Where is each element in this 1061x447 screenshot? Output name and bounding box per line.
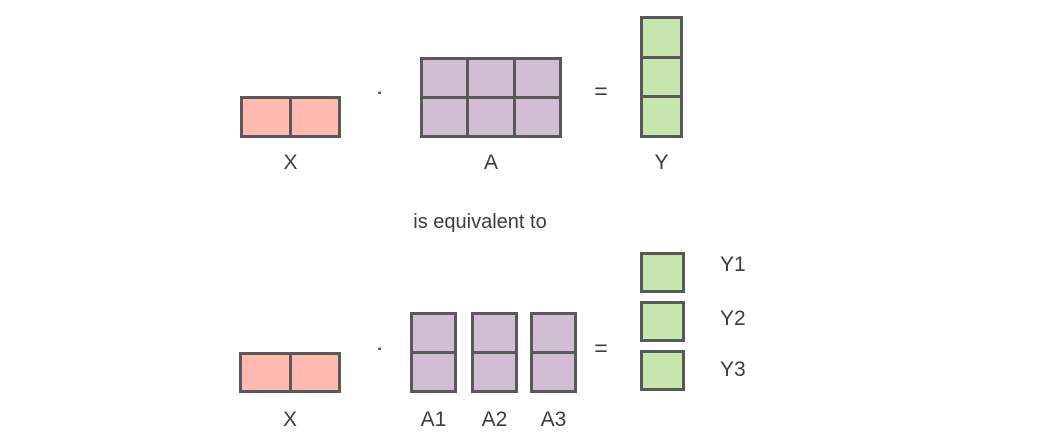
equals-sign: = xyxy=(594,335,608,361)
matrix-cell xyxy=(469,60,513,96)
matrix-cell xyxy=(474,354,515,390)
matrix-cell xyxy=(413,354,454,390)
matrix-cell xyxy=(643,304,682,339)
matrix-cell xyxy=(423,60,467,96)
matrix-cell xyxy=(242,355,289,390)
matrix-y3-cell xyxy=(640,350,685,391)
matrix-y1-cell xyxy=(640,252,685,293)
matrix-y2-cell xyxy=(640,301,685,342)
matrix-cell xyxy=(292,99,338,135)
matrix-x-top xyxy=(240,96,341,138)
multiply-dot-icon: ▪ xyxy=(377,343,382,355)
matrix-cell xyxy=(515,99,559,135)
matrix-cell xyxy=(469,99,513,135)
matrix-a3-label: A3 xyxy=(540,408,567,431)
matrix-x-bottom xyxy=(239,352,341,393)
matrix-x-top-label: X xyxy=(283,151,298,174)
multiply-dot-icon: ▪ xyxy=(377,87,382,99)
matrix-a2-label: A2 xyxy=(481,408,508,431)
matrix-x-bottom-label: X xyxy=(282,408,297,431)
equals-sign: = xyxy=(594,78,608,104)
matrix-cell xyxy=(643,353,682,388)
matrix-y1-label: Y1 xyxy=(720,253,746,276)
equivalence-caption: is equivalent to xyxy=(413,211,547,233)
matrix-cell xyxy=(423,99,467,135)
matrix-a-top-label: A xyxy=(483,151,498,174)
matrix-cell xyxy=(291,355,338,390)
matrix-a3-column xyxy=(530,312,577,393)
matrix-cell xyxy=(474,315,515,351)
matrix-y2-label: Y2 xyxy=(720,307,746,330)
matrix-cell xyxy=(643,58,680,96)
matrix-cell xyxy=(533,354,574,390)
matrix-a-top xyxy=(420,57,562,138)
matrix-cell xyxy=(643,19,680,56)
matrix-y-top xyxy=(640,16,683,138)
matrix-cell xyxy=(413,315,454,351)
matrix-a1-label: A1 xyxy=(420,408,447,431)
matrix-cell xyxy=(643,255,682,290)
matrix-y3-label: Y3 xyxy=(720,358,746,381)
matrix-cell xyxy=(515,60,559,96)
matrix-cell xyxy=(533,315,574,351)
matrix-cell xyxy=(243,99,289,135)
matrix-a2-column xyxy=(471,312,518,393)
matrix-a1-column xyxy=(410,312,457,393)
matrix-y-top-label: Y xyxy=(654,151,669,174)
matrix-cell xyxy=(643,98,680,135)
